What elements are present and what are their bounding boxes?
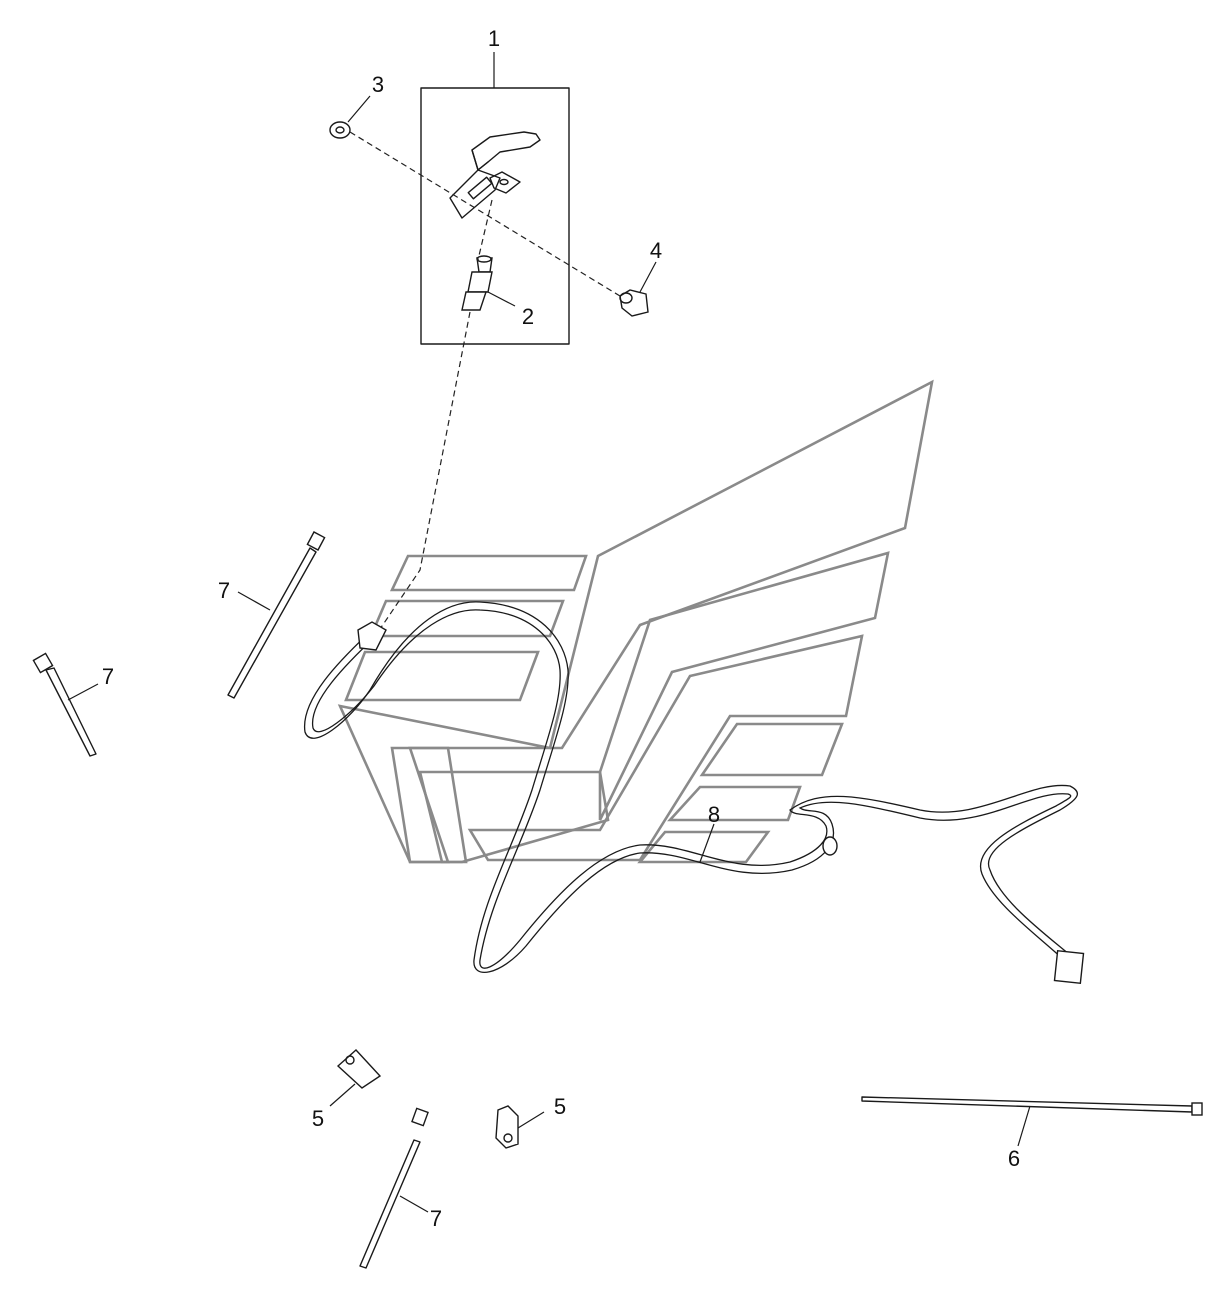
cable-tie-long xyxy=(861,1096,1203,1147)
callout-7-left: 7 xyxy=(102,664,114,689)
cable-tie-lower xyxy=(359,1107,429,1269)
callout-5-left: 5 xyxy=(312,1106,324,1131)
bracket-part xyxy=(449,131,541,219)
callout-4: 4 xyxy=(650,238,662,263)
watermark-logo xyxy=(337,379,934,864)
clip-part-left xyxy=(329,1049,382,1107)
callout-1: 1 xyxy=(488,26,500,51)
clip-part-right xyxy=(495,1105,545,1149)
sensor-part xyxy=(461,255,516,311)
callout-6: 6 xyxy=(1008,1146,1020,1171)
washer-part xyxy=(329,95,371,139)
callout-3: 3 xyxy=(372,72,384,97)
callout-7-upper: 7 xyxy=(218,578,230,603)
bolt-part xyxy=(619,261,657,317)
callout-8: 8 xyxy=(708,802,720,827)
cable-tie-left xyxy=(32,652,99,757)
callout-7-lower: 7 xyxy=(430,1206,442,1231)
callout-2: 2 xyxy=(522,304,534,329)
assembly-frame xyxy=(420,87,570,345)
callout-5-right: 5 xyxy=(554,1094,566,1119)
wiring-harness xyxy=(304,601,1085,985)
cable-tie-upper xyxy=(227,531,326,699)
